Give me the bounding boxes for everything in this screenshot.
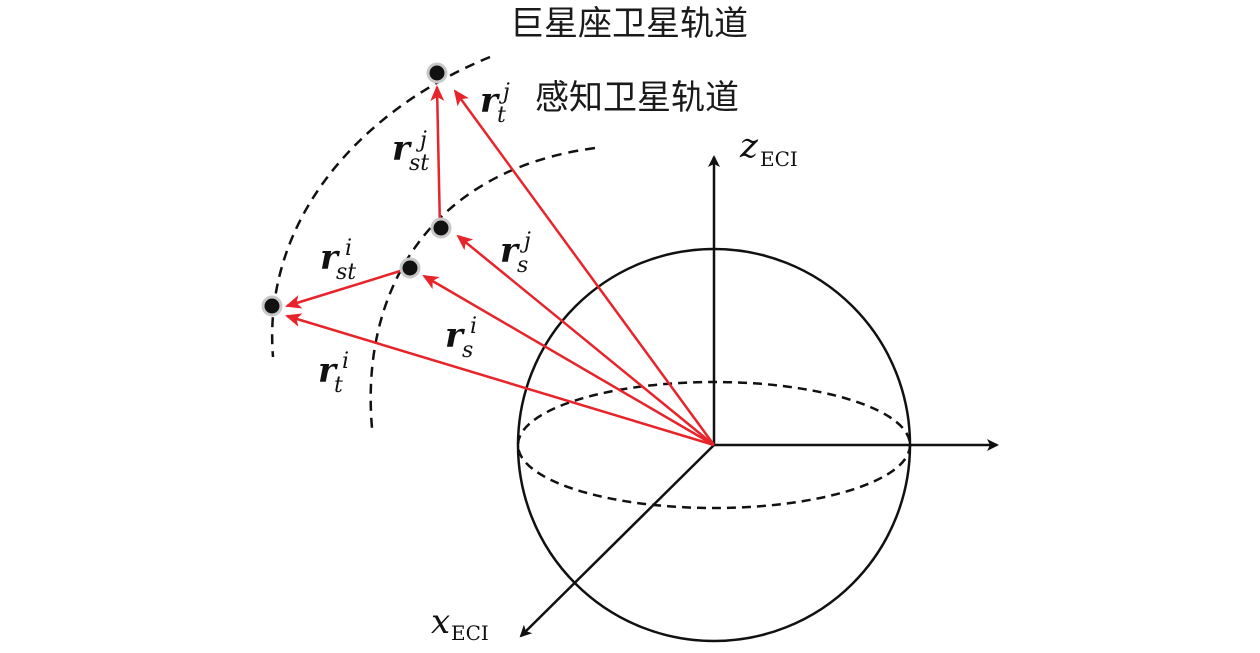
svg-text:r: r: [480, 81, 500, 121]
vector-r-st-i: [285, 266, 411, 309]
mega-orbit-label: 巨星座卫星轨道: [510, 4, 748, 44]
svg-text:j: j: [415, 128, 427, 153]
svg-text:r: r: [392, 129, 412, 169]
svg-text:z: z: [739, 126, 759, 166]
svg-text:r: r: [500, 231, 520, 271]
svg-text:s: s: [517, 253, 528, 278]
svg-text:s: s: [462, 338, 473, 363]
vector-r-st-j: [430, 85, 445, 230]
vector-r-t-i: [285, 313, 715, 447]
sensing-satellite-j: [430, 217, 452, 239]
vector-r-s-j: [456, 234, 715, 446]
svg-text:i: i: [345, 236, 352, 261]
mega-constellation-orbit: [270, 55, 491, 358]
label-r-t-i: r i t: [318, 349, 349, 398]
svg-text:ECI: ECI: [451, 621, 489, 645]
svg-text:i: i: [342, 349, 349, 374]
x-axis-label: x ECI: [431, 602, 489, 645]
svg-text:t: t: [497, 103, 506, 128]
target-satellite-i: [261, 295, 283, 317]
x-axis: [519, 444, 715, 638]
sensing-satellite-orbit: [369, 146, 596, 429]
svg-text:st: st: [409, 151, 429, 176]
svg-text:r: r: [320, 238, 340, 278]
svg-text:i: i: [470, 314, 477, 339]
vector-r-t-j: [453, 89, 716, 446]
label-r-st-j: r j st: [392, 128, 429, 176]
svg-text:x: x: [431, 602, 450, 642]
target-satellite-j: [426, 62, 448, 84]
label-r-s-i: r i s: [445, 314, 477, 363]
svg-text:r: r: [445, 316, 465, 356]
label-r-t-j: r j t: [480, 80, 510, 128]
svg-text:r: r: [318, 351, 338, 391]
vector-r-s-i: [422, 274, 715, 447]
sensing-satellite-i: [399, 257, 421, 279]
sensing-orbit-label: 感知卫星轨道: [535, 78, 739, 118]
z-axis-label: z ECI: [739, 126, 798, 171]
svg-text:ECI: ECI: [760, 147, 798, 171]
svg-text:st: st: [336, 260, 356, 285]
label-r-s-j: r j s: [500, 229, 531, 278]
svg-text:j: j: [519, 229, 531, 254]
svg-text:j: j: [498, 80, 510, 105]
svg-text:t: t: [334, 373, 343, 398]
label-r-st-i: r i st: [320, 236, 356, 285]
